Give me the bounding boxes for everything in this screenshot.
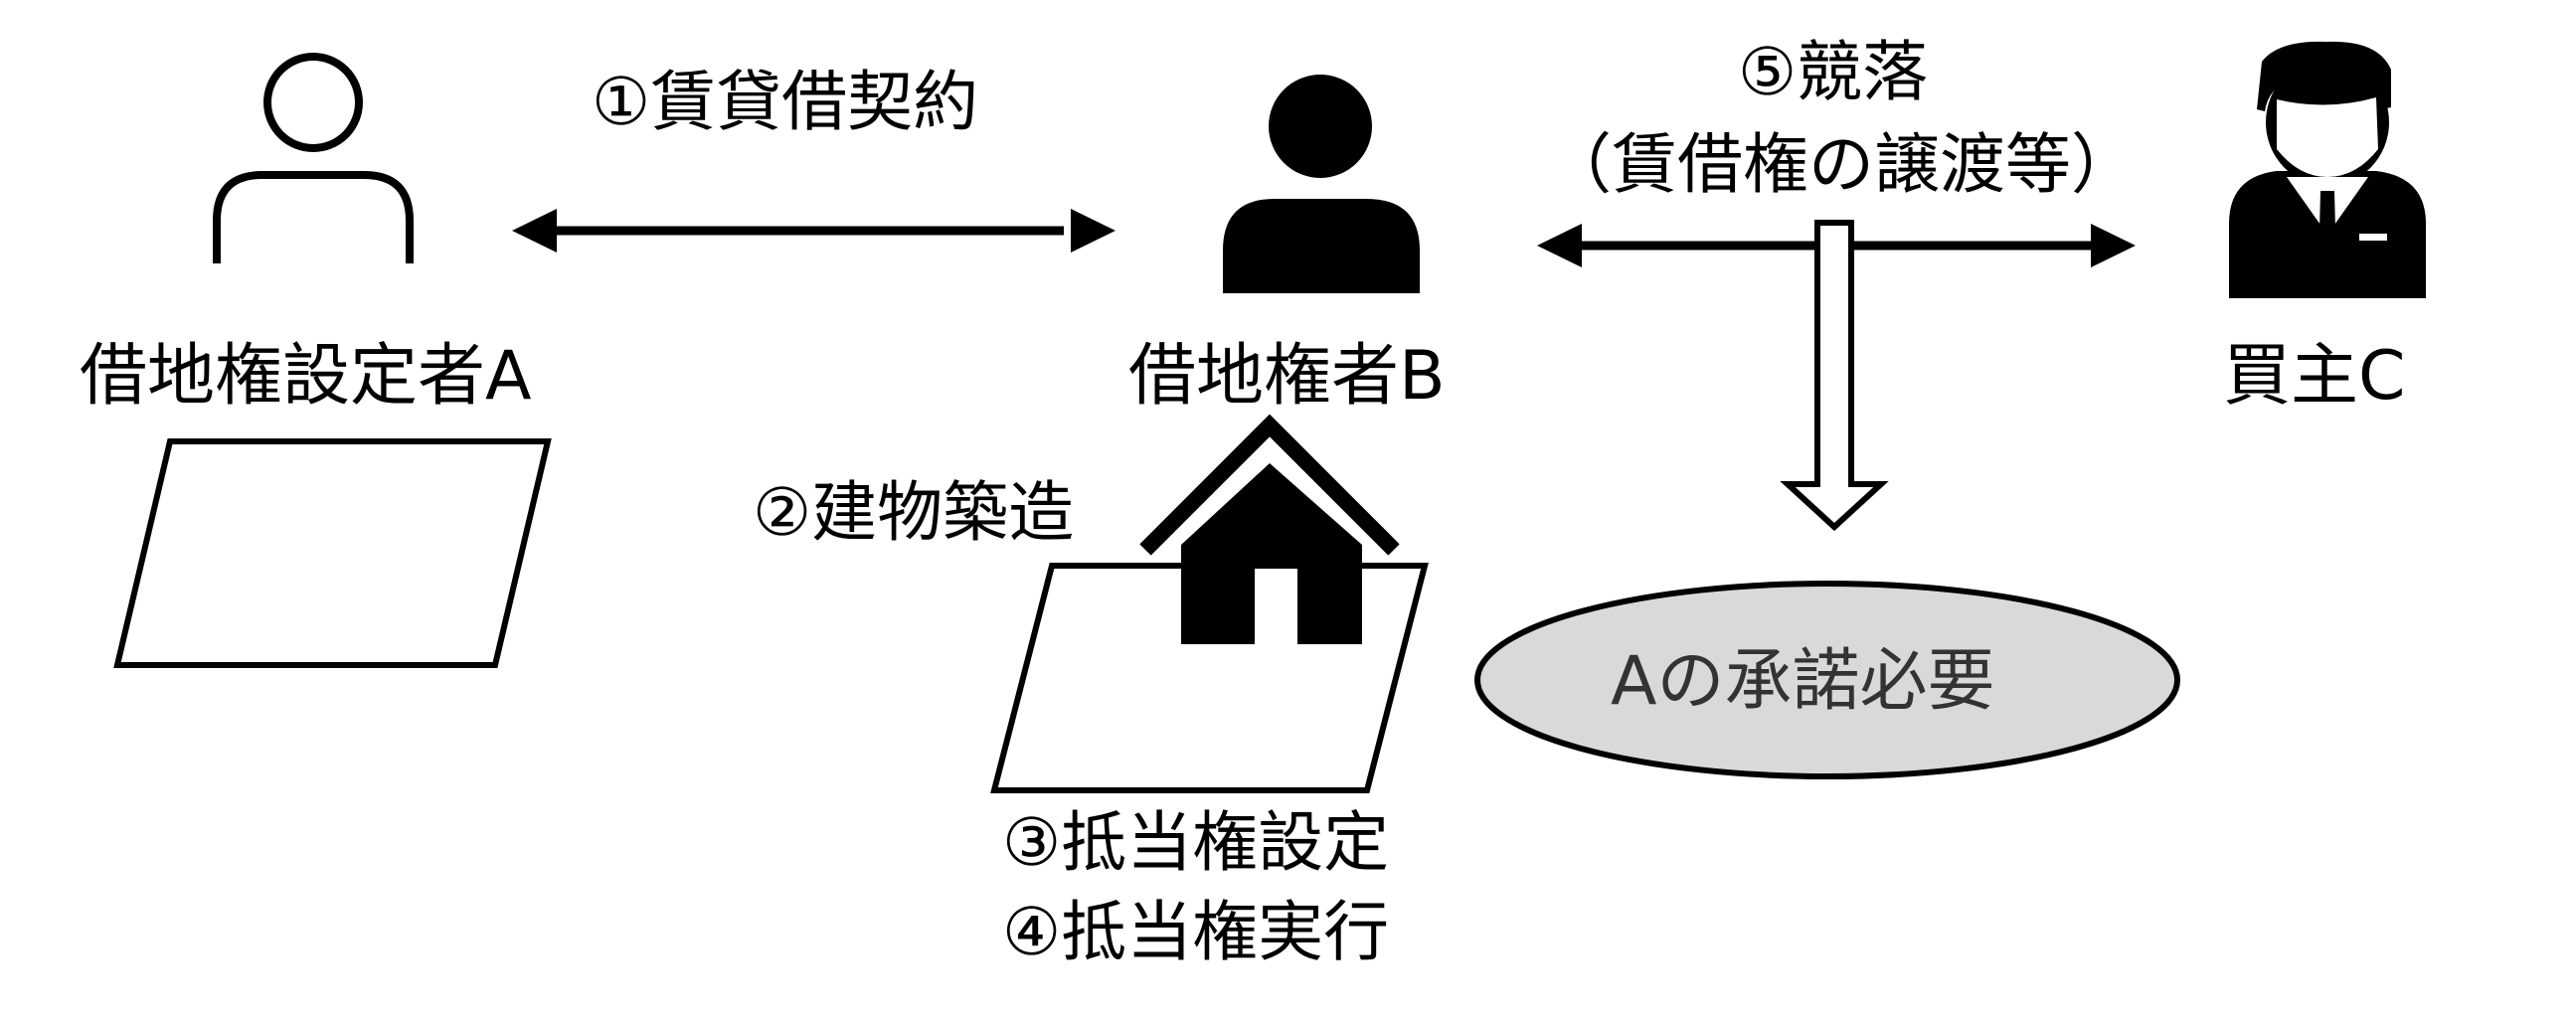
party-a-label: 借地権設定者A [80, 337, 532, 416]
party-b-label: 借地権者B [1128, 337, 1446, 416]
step-2-label: ②建物築造 [753, 474, 1075, 551]
step-4-label: ④抵当権実行 [1002, 894, 1390, 970]
step-5-detail-label: （賃借権の譲渡等） [1546, 126, 2137, 203]
businessman-icon [2229, 41, 2426, 298]
person-outline-icon [213, 53, 414, 263]
consent-ellipse [1474, 581, 2180, 779]
house-icon [1139, 414, 1400, 644]
down-arrow-icon [1780, 220, 1889, 532]
step-1-label: ①賃貸借契約 [592, 64, 979, 140]
person-solid-icon [1223, 75, 1420, 293]
step-5-label: ⑤競落 [1738, 34, 1929, 110]
party-c-label: 買主C [2223, 337, 2406, 416]
consent-label: Aの承諾必要 [1611, 642, 1995, 721]
step-3-label: ③抵当権設定 [1002, 804, 1390, 881]
land-parcel-a [113, 438, 552, 668]
contract-arrow [512, 209, 1116, 253]
